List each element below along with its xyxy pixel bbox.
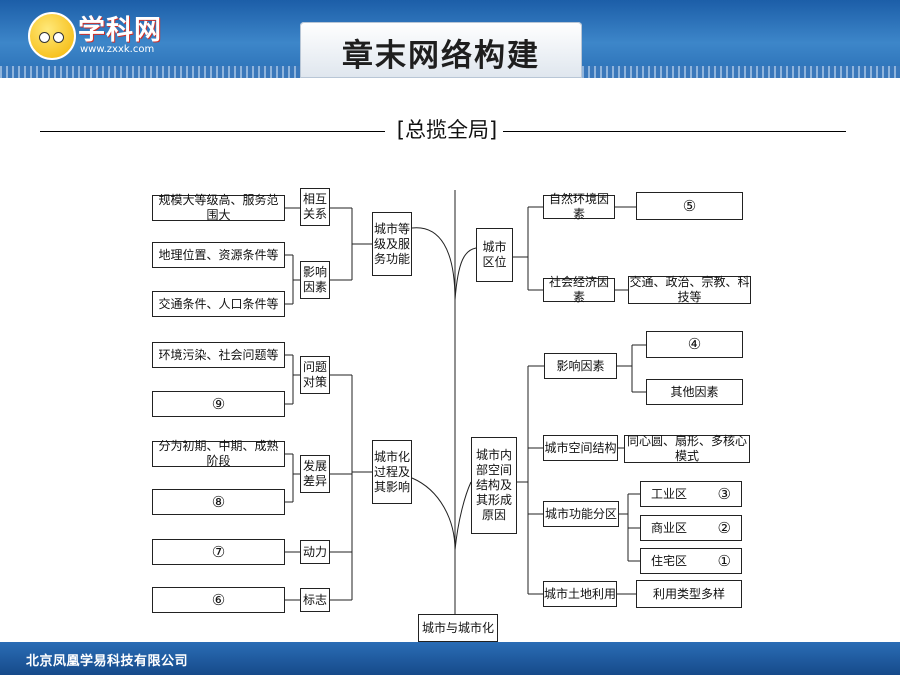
mascot-eye-icon bbox=[53, 32, 64, 43]
zone-name: 商业区 bbox=[651, 520, 688, 535]
zones-label-box: 城市功能分区 bbox=[543, 501, 619, 527]
zone-mark: ① bbox=[717, 551, 731, 570]
urbanization-center-box: 城市化过程及其影响 bbox=[372, 440, 412, 504]
relation-label-box: 相互关系 bbox=[300, 188, 330, 226]
relation-item-box: 规模大等级高、服务范围大 bbox=[152, 193, 285, 222]
mark-blank-box: ⑥ bbox=[152, 587, 285, 613]
social-label-box: 社会经济因素 bbox=[543, 275, 615, 304]
factors-label-box: 影响因素 bbox=[300, 261, 330, 299]
land-item-box: 利用类型多样 bbox=[636, 580, 742, 608]
drive-label-box: 动力 bbox=[300, 540, 330, 564]
natural-label-box: 自然环境因素 bbox=[543, 192, 615, 221]
social-item-box: 交通、政治、宗教、科技等 bbox=[628, 275, 751, 304]
section-subtitle: [总揽全局] bbox=[396, 118, 498, 142]
footer-company: 北京凤凰学易科技有限公司 bbox=[26, 654, 189, 669]
logo-url: www.zxxk.com bbox=[80, 44, 155, 55]
problems-label-box: 问题对策 bbox=[300, 356, 330, 394]
root-box: 城市与城市化 bbox=[418, 614, 498, 642]
problems-blank-box: ⑨ bbox=[152, 391, 285, 417]
logo: 学科网 www.zxxk.com bbox=[28, 6, 168, 62]
zone-row: 住宅区 ① bbox=[640, 548, 742, 574]
problems-item-box: 环境污染、社会问题等 bbox=[152, 342, 285, 368]
mascot-icon bbox=[28, 12, 76, 60]
page-title: 章末网络构建 bbox=[342, 38, 540, 74]
footer-bar bbox=[0, 642, 900, 675]
location-center-box: 城市区位 bbox=[476, 228, 513, 282]
zone-mark: ③ bbox=[717, 484, 731, 503]
stages-blank-box: ⑧ bbox=[152, 489, 285, 515]
mark-label-box: 标志 bbox=[300, 588, 330, 612]
logo-name: 学科网 bbox=[78, 15, 162, 46]
factor-item-box: 交通条件、人口条件等 bbox=[152, 291, 285, 317]
mascot-eye-icon bbox=[39, 32, 50, 43]
factor-item-box: 地理位置、资源条件等 bbox=[152, 242, 285, 268]
spatial-item-box: 同心圆、扇形、多核心模式 bbox=[624, 434, 750, 463]
structure-factor-blank-box: ④ bbox=[646, 331, 743, 358]
structure-center-box: 城市内部空间结构及其形成原因 bbox=[471, 437, 517, 534]
stages-label-box: 发展差异 bbox=[300, 455, 330, 493]
zone-mark: ② bbox=[717, 518, 731, 537]
drive-blank-box: ⑦ bbox=[152, 539, 285, 565]
zone-row: 商业区 ② bbox=[640, 515, 742, 541]
subtitle-rule-right bbox=[503, 131, 846, 132]
land-label-box: 城市土地利用 bbox=[543, 581, 617, 607]
stages-item-box: 分为初期、中期、成熟阶段 bbox=[152, 439, 285, 468]
subtitle-rule-left bbox=[40, 131, 385, 132]
zone-row: 工业区 ③ bbox=[640, 481, 742, 507]
structure-factor-item-box: 其他因素 bbox=[646, 379, 743, 405]
zone-name: 工业区 bbox=[651, 486, 688, 501]
zone-name: 住宅区 bbox=[651, 553, 688, 568]
spatial-label-box: 城市空间结构 bbox=[543, 435, 618, 461]
title-tab bbox=[300, 22, 582, 78]
grade-center-box: 城市等级及服务功能 bbox=[372, 212, 412, 276]
structure-factors-label-box: 影响因素 bbox=[544, 353, 617, 379]
natural-blank-box: ⑤ bbox=[636, 192, 743, 220]
